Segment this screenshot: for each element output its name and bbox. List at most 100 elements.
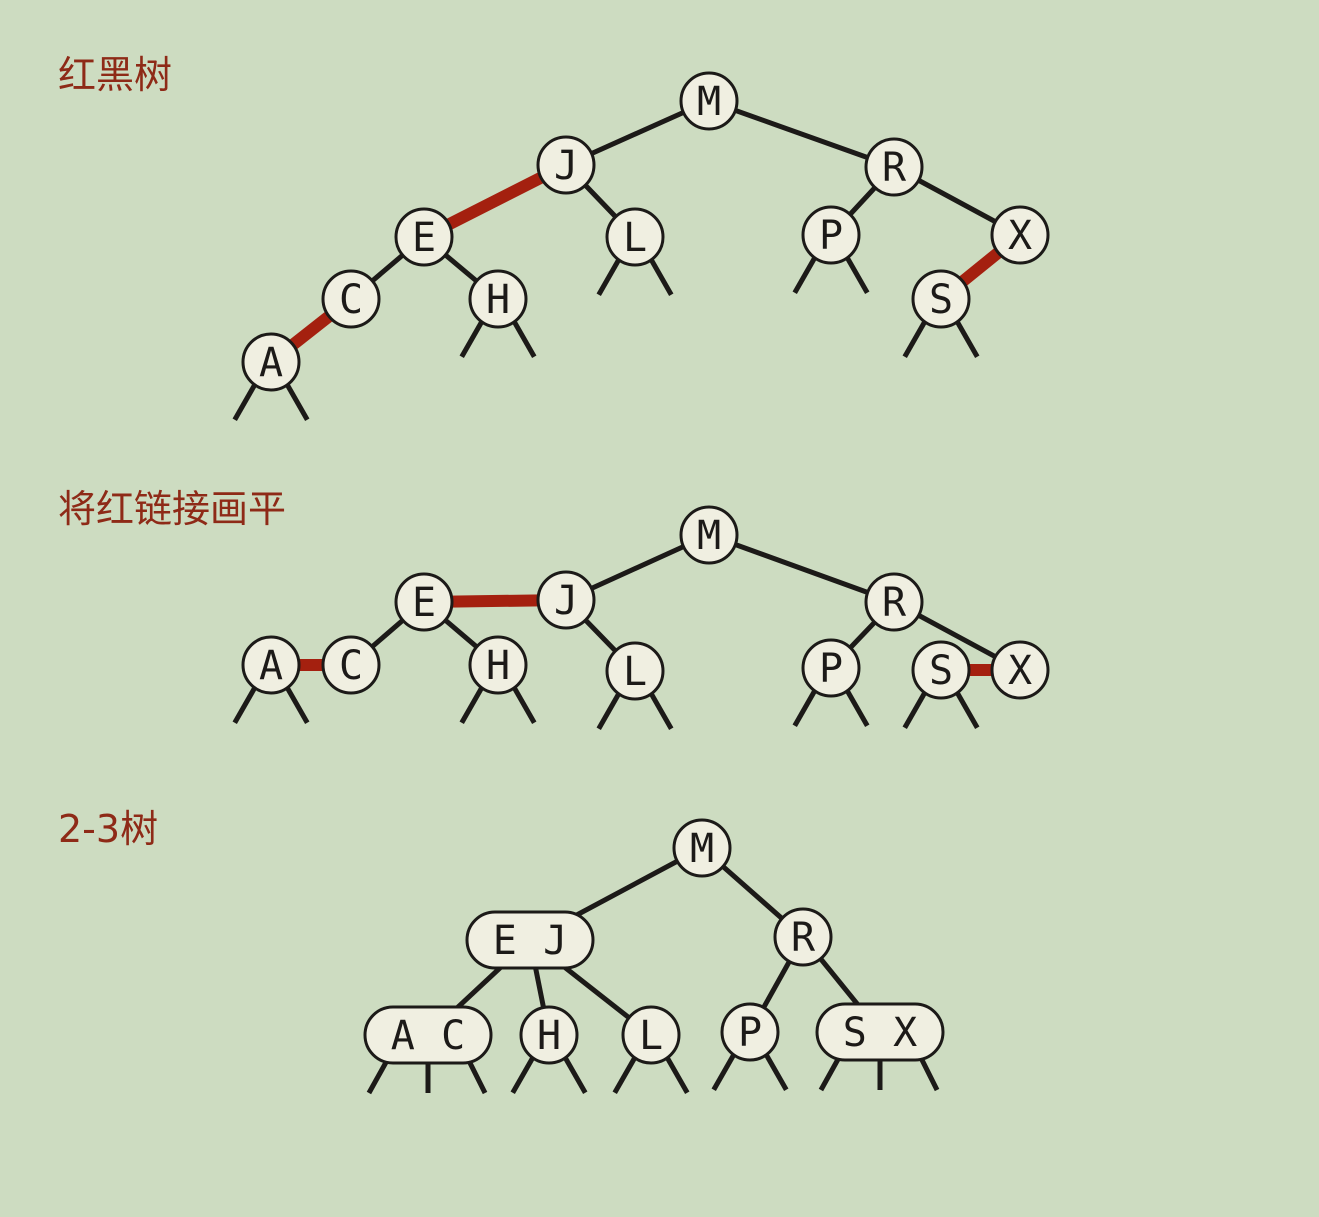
flat-node-key-m: M xyxy=(697,513,721,559)
rb-tree-title: 红黑树 xyxy=(58,53,173,97)
flattened-red-links-title: 将红链接画平 xyxy=(58,487,287,531)
tt-node-shape-h xyxy=(519,1005,579,1065)
rb-node-key-l: L xyxy=(623,215,647,261)
flat-node-m: M xyxy=(679,505,739,565)
tt-null-link-p-right xyxy=(764,1053,789,1092)
tt-node-key-e: E xyxy=(493,918,517,964)
flat-null-link-l-right xyxy=(649,692,674,731)
flat-node-key-s: S xyxy=(929,648,953,694)
rb-null-link-h-left xyxy=(459,320,484,359)
rb-node-s: S xyxy=(911,269,971,329)
flat-null-link-l-left xyxy=(596,692,621,731)
flat-node-key-h: H xyxy=(486,643,510,689)
tt-null-link-l-right xyxy=(665,1056,690,1095)
rb-node-c: C xyxy=(321,269,381,329)
flat-node-shape-m xyxy=(679,505,739,565)
rb-node-shape-p xyxy=(801,205,861,265)
tt-node-key-p: P xyxy=(738,1010,762,1056)
flat-node-j: J xyxy=(536,570,596,630)
rb-node-l: L xyxy=(605,207,665,267)
tt-node-key-c: C xyxy=(441,1013,465,1059)
tt-null-link-p-left xyxy=(711,1053,736,1092)
tt-node-key-s: S xyxy=(843,1010,867,1056)
flat-node-shape-s xyxy=(911,640,971,700)
tt-node-p: P xyxy=(720,1002,780,1062)
rb-node-shape-x xyxy=(990,205,1050,265)
tt-node-l: L xyxy=(621,1005,681,1065)
rb-node-key-r: R xyxy=(882,145,907,191)
rb-node-shape-r xyxy=(864,137,924,197)
flat-node-r: R xyxy=(864,572,924,632)
rb-node-key-e: E xyxy=(412,215,436,261)
tt-node-key-r: R xyxy=(791,915,816,961)
rb-null-link-p-left xyxy=(792,256,817,295)
flat-node-shape-h xyxy=(468,635,528,695)
flat-node-e: E xyxy=(394,572,454,632)
tt-node-key-m: M xyxy=(690,826,714,872)
flat-node-key-p: P xyxy=(819,646,843,692)
flat-node-key-l: L xyxy=(623,649,647,695)
rb-node-key-c: C xyxy=(339,277,363,323)
flat-node-shape-p xyxy=(801,638,861,698)
tt-null-link-l-left xyxy=(612,1056,637,1095)
tt-null-link-h-left xyxy=(510,1056,535,1095)
tt-node-shape-ac xyxy=(363,1005,493,1065)
flat-null-link-a-left xyxy=(232,686,257,725)
rb-node-m: M xyxy=(679,71,739,131)
flat-node-h: H xyxy=(468,635,528,695)
flat-node-key-r: R xyxy=(882,580,907,626)
rb-node-shape-s xyxy=(911,269,971,329)
rb-node-shape-l xyxy=(605,207,665,267)
flat-null-link-s-right xyxy=(955,691,980,730)
rb-null-link-s-right xyxy=(955,320,980,359)
flat-null-link-h-right xyxy=(512,686,537,725)
rb-node-shape-c xyxy=(321,269,381,329)
flat-node-a: A xyxy=(241,635,301,695)
flat-null-link-p-right xyxy=(845,689,870,728)
tt-node-r: R xyxy=(773,907,833,967)
rb-null-link-p-right xyxy=(845,256,870,295)
rb-node-e: E xyxy=(394,207,454,267)
rb-node-shape-e xyxy=(394,207,454,267)
tt-node-shape-sx xyxy=(815,1002,945,1062)
rb-null-link-l-left xyxy=(596,258,621,297)
tt-node-key-j: J xyxy=(543,918,567,964)
two-three-tree-title: 2-3树 xyxy=(58,807,159,851)
flat-node-shape-x xyxy=(990,640,1050,700)
rb-node-shape-j xyxy=(536,135,596,195)
rb-node-a: A xyxy=(241,332,301,392)
flat-node-key-a: A xyxy=(259,643,283,689)
rb-null-link-l-right xyxy=(649,258,674,297)
flat-link-m-r xyxy=(708,532,895,605)
flat-null-link-a-right xyxy=(285,686,310,725)
tt-node-key-h: H xyxy=(537,1013,561,1059)
flat-node-p: P xyxy=(801,638,861,698)
rb-node-h: H xyxy=(468,269,528,329)
tt-node-key-x: X xyxy=(893,1010,917,1056)
flat-node-shape-r xyxy=(864,572,924,632)
tt-node-shape-ej xyxy=(465,910,595,970)
tt-node-key-l: L xyxy=(639,1013,663,1059)
flat-node-x: X xyxy=(990,640,1050,700)
rb-node-key-x: X xyxy=(1008,213,1032,259)
rb-null-link-s-left xyxy=(902,320,927,359)
tt-node-shape-l xyxy=(621,1005,681,1065)
rb-node-r: R xyxy=(864,137,924,197)
flat-node-shape-c xyxy=(321,635,381,695)
rb-null-link-a-left xyxy=(232,383,257,422)
rb-node-key-a: A xyxy=(259,340,283,386)
tt-node-m: M xyxy=(672,818,732,878)
tt-null-link-h-right xyxy=(563,1056,588,1095)
rb-link-m-r xyxy=(708,98,895,170)
rb-node-key-m: M xyxy=(697,79,721,125)
flat-node-l: L xyxy=(605,641,665,701)
tt-node-shape-p xyxy=(720,1002,780,1062)
flat-node-key-c: C xyxy=(339,643,363,689)
rb-node-key-h: H xyxy=(486,277,510,323)
